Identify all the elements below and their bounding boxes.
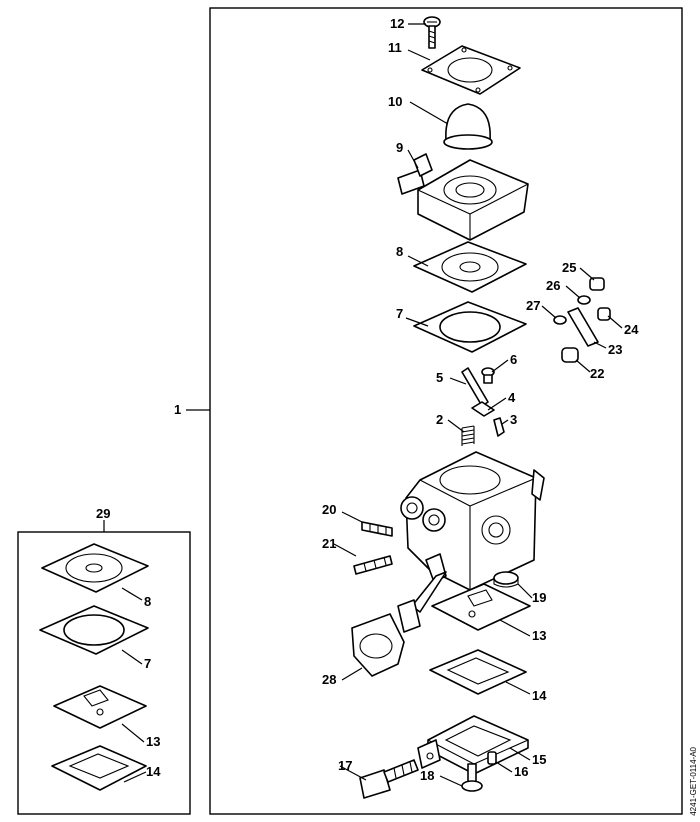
callout-29: 29 [96, 506, 110, 521]
callout-7: 7 [396, 306, 403, 321]
callout-20: 20 [322, 502, 336, 517]
carburetor-assembly-frame [209, 7, 683, 815]
part-3-needle [493, 417, 505, 437]
part-11-cover-plate [421, 45, 521, 95]
callout-1: 1 [174, 402, 181, 417]
callout-21: 21 [322, 536, 336, 551]
callout-16: 16 [514, 764, 528, 779]
drawing-reference-code: 4241-GET-0114-A0 [689, 747, 698, 816]
callout-9: 9 [396, 140, 403, 155]
part-13-diaphragm [431, 583, 531, 631]
kit-callout-14: 14 [146, 764, 161, 779]
part-26-washer [577, 295, 591, 305]
callout-23: 23 [608, 342, 622, 357]
part-8-diaphragm [413, 241, 527, 293]
callout-12: 12 [390, 16, 404, 31]
callout-13: 13 [532, 628, 546, 643]
part-16-pin [487, 751, 497, 765]
callout-2: 2 [436, 412, 443, 427]
callout-28: 28 [322, 672, 336, 687]
part-27-washer [553, 315, 567, 325]
part-24-screw [597, 307, 611, 321]
callout-6: 6 [510, 352, 517, 367]
part-14-gasket [429, 649, 527, 695]
part-10-purge-bulb [443, 103, 493, 150]
callout-15: 15 [532, 752, 546, 767]
kit-part-14-gasket [51, 745, 147, 791]
part-9-pump-housing [397, 153, 529, 241]
part-15-pump-cover [417, 715, 529, 775]
callout-19: 19 [532, 590, 546, 605]
part-6-screw [481, 367, 495, 384]
part-23-lever-arm [567, 307, 599, 347]
callout-14: 14 [532, 688, 547, 703]
callout-18: 18 [420, 768, 434, 783]
callout-26: 26 [546, 278, 560, 293]
part-20-adjust-screw [361, 521, 393, 537]
callout-22: 22 [590, 366, 604, 381]
part-19-plug [493, 571, 519, 588]
part-12-screw [423, 16, 441, 49]
callouts: 12 11 10 9 8 7 6 5 4 3 2 1 25 26 27 24 2… [96, 16, 639, 783]
kit-part-13-diaphragm [53, 685, 147, 729]
part-2-spring [461, 425, 475, 446]
callout-24: 24 [624, 322, 639, 337]
part-17-jet [359, 759, 419, 799]
leader-lines [103, 23, 623, 787]
part-25-plug [589, 277, 605, 291]
part-21-adjust-screw [353, 555, 393, 575]
callout-10: 10 [388, 94, 402, 109]
callout-11: 11 [388, 40, 402, 55]
part-22-bushing [561, 347, 579, 363]
kit-callout-8: 8 [144, 594, 151, 609]
callout-17: 17 [338, 758, 352, 773]
callout-4: 4 [508, 390, 516, 405]
part-18-screw [461, 763, 483, 792]
kit-part-7-gasket [39, 605, 149, 655]
callout-27: 27 [526, 298, 540, 313]
kit-callout-13: 13 [146, 734, 160, 749]
part-7-gasket [413, 301, 527, 353]
callout-3: 3 [510, 412, 517, 427]
part-4-lever [471, 401, 495, 417]
part-5-pin [461, 367, 489, 407]
callout-25: 25 [562, 260, 576, 275]
callout-8: 8 [396, 244, 403, 259]
kit-part-8-diaphragm [41, 543, 149, 593]
kit-callout-7: 7 [144, 656, 151, 671]
callout-5: 5 [436, 370, 443, 385]
part-28-intake-manifold [351, 599, 421, 677]
